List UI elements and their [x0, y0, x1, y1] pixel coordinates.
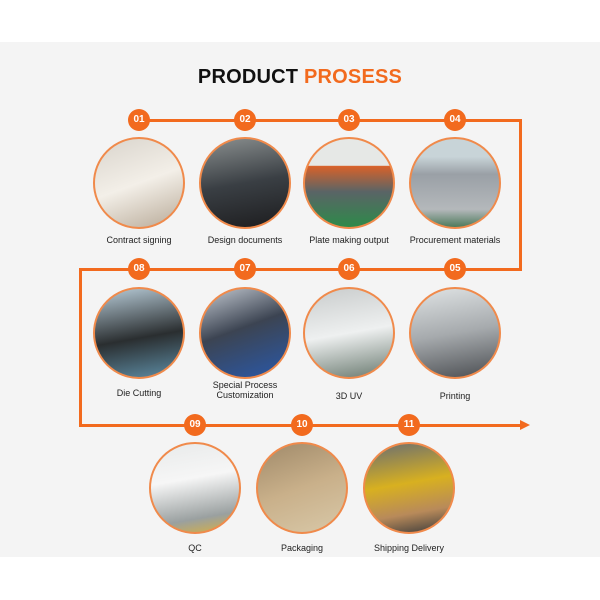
- step-label: Printing: [439, 391, 471, 401]
- packaging-boxes-photo: [256, 442, 348, 534]
- step-number-badge: 08: [128, 258, 150, 280]
- step-number-badge: 01: [128, 109, 150, 131]
- page-title: PRODUCT PROSESS: [0, 66, 600, 89]
- step-label: Design documents: [207, 235, 283, 245]
- step-label: Plate making output: [309, 235, 389, 245]
- step-label: Special Process Customization: [212, 380, 278, 400]
- step-number-badge: 06: [338, 258, 360, 280]
- flow-arrow-icon: [520, 420, 530, 430]
- step-number-badge: 11: [398, 414, 420, 436]
- title-part-1: PRODUCT: [197, 66, 299, 88]
- die-cutting-machine-photo: [93, 287, 185, 379]
- step-number-badge: 04: [444, 109, 466, 131]
- step-label: Contract signing: [106, 235, 172, 245]
- step-number-badge: 09: [184, 414, 206, 436]
- step-number-badge: 03: [338, 109, 360, 131]
- step-label: Procurement materials: [409, 235, 501, 245]
- flow-line-row2: [79, 268, 522, 271]
- uv-machine-photo: [303, 287, 395, 379]
- material-rolls-photo: [409, 137, 501, 229]
- step-number-badge: 07: [234, 258, 256, 280]
- title-part-2: PROSESS: [303, 66, 403, 88]
- quality-control-photo: [149, 442, 241, 534]
- step-number-badge: 10: [291, 414, 313, 436]
- step-label: Packaging: [280, 543, 324, 553]
- shipping-workers-photo: [363, 442, 455, 534]
- step-label: Die Cutting: [116, 388, 162, 398]
- contract-signing-photo: [93, 137, 185, 229]
- step-number-badge: 05: [444, 258, 466, 280]
- printing-machine-photo: [409, 287, 501, 379]
- flow-line-right-vertical: [519, 119, 522, 271]
- flow-line-row1: [139, 119, 522, 122]
- designer-at-computer-photo: [199, 137, 291, 229]
- step-label: QC: [188, 543, 202, 553]
- step-label: 3D UV: [335, 391, 363, 401]
- step-number-badge: 02: [234, 109, 256, 131]
- plate-making-machine-photo: [303, 137, 395, 229]
- step-label: Shipping Delivery: [373, 543, 445, 553]
- special-process-machine-photo: [199, 287, 291, 379]
- flow-line-left-vertical: [79, 268, 82, 427]
